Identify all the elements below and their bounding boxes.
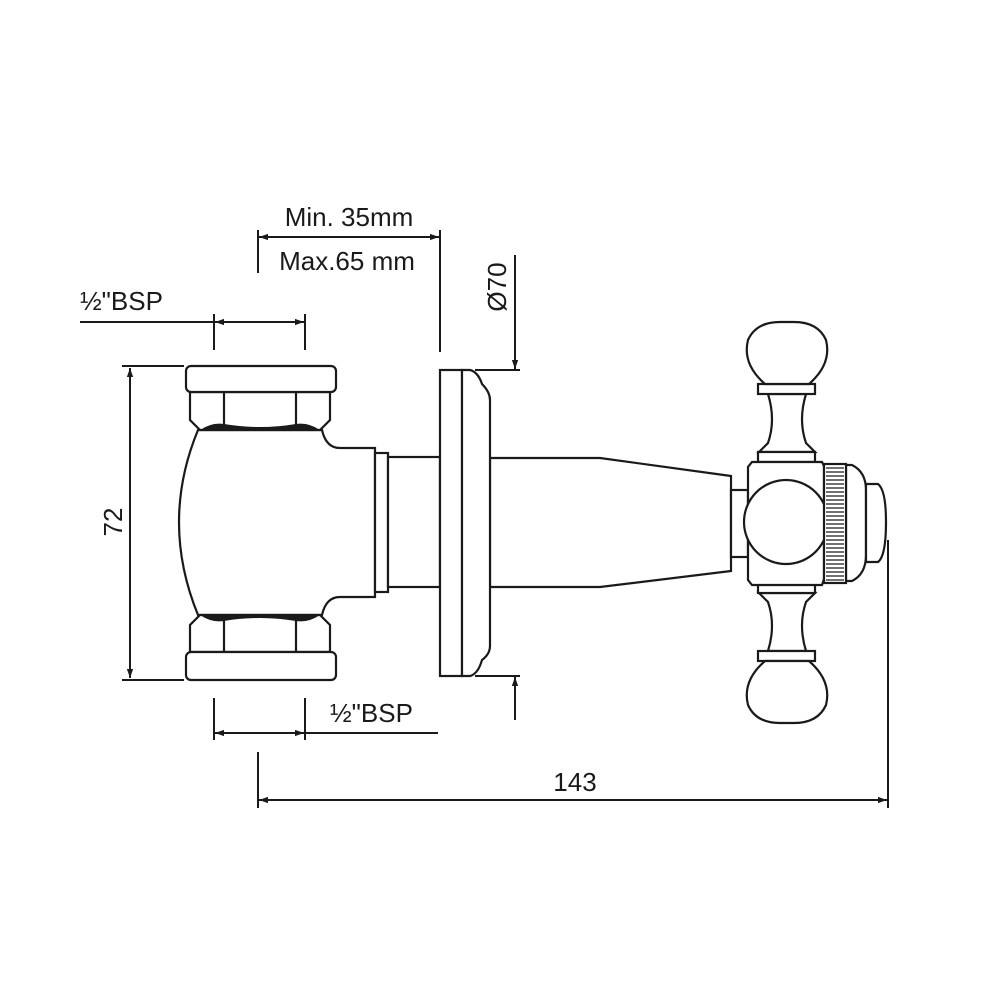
valve-body (177, 364, 390, 682)
dimension-wall: Min. 35mm Max.65 mm (257, 202, 441, 352)
stem (386, 455, 750, 589)
top-ball (745, 320, 829, 386)
hub-cap (742, 478, 830, 566)
bottom-nut (184, 613, 338, 682)
wall-flange (438, 368, 492, 678)
dimension-height: 72 (98, 365, 184, 681)
diameter-label: Ø70 (482, 262, 512, 311)
body-collar (373, 451, 390, 594)
dimension-length: 143 (257, 540, 889, 808)
thread-bottom-label: ½"BSP (330, 698, 413, 728)
bottom-ball (745, 659, 829, 725)
thread-top-label: ½"BSP (80, 286, 163, 316)
height-label: 72 (98, 508, 128, 537)
dimension-diameter: Ø70 (475, 255, 520, 720)
top-nut (184, 364, 338, 432)
cross-handle (742, 320, 888, 725)
wall-max-label: Max.65 mm (279, 246, 415, 276)
wall-min-label: Min. 35mm (285, 202, 414, 232)
end-cap (864, 482, 888, 564)
dimension-thread-bottom: ½"BSP (213, 698, 438, 740)
dimension-thread-top: ½"BSP (80, 286, 306, 350)
length-label: 143 (553, 767, 596, 797)
